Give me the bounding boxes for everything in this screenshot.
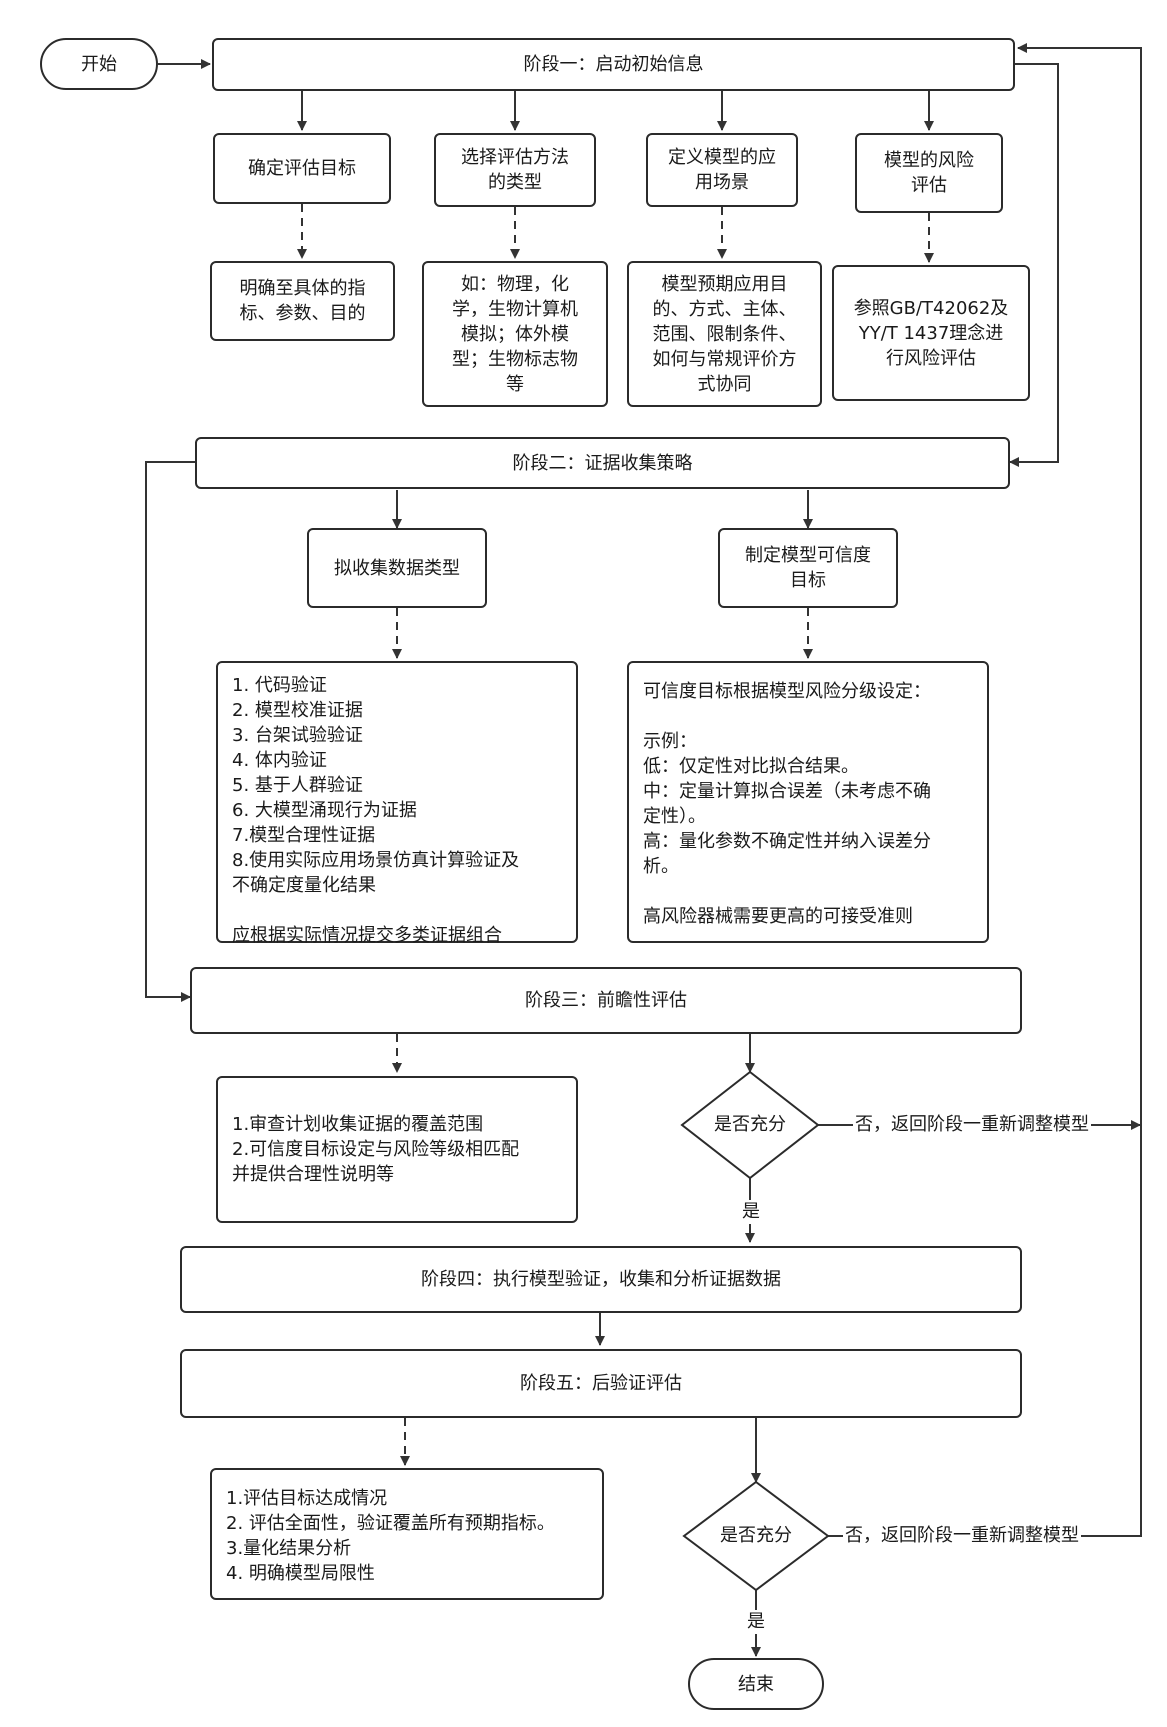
stage5-box: 阶段五：后验证评估: [180, 1349, 1022, 1418]
stage3-no-label: 否，返回阶段一重新调整模型: [853, 1113, 1091, 1137]
stage2-datatype-label: 拟收集数据类型: [334, 557, 460, 579]
stage5-yes-label: 是: [745, 1610, 767, 1634]
stage5-detail: 1.评估目标达成情况 2. 评估全面性，验证覆盖所有预期指标。 3.量化结果分析…: [210, 1468, 604, 1600]
detail-line: 4. 明确模型局限性: [226, 1563, 375, 1584]
detail-line: 的、方式、主体、: [652, 298, 797, 320]
detail-line: 3. 台架试验验证: [232, 725, 363, 746]
stage2-box: 阶段二：证据收集策略: [195, 437, 1010, 489]
stage1-method-label: 选择评估方法 的类型: [461, 147, 569, 193]
detail-line: 低：仅定性对比拟合结果。: [643, 756, 859, 777]
stage1-risk-box: 模型的风险 评估: [855, 133, 1003, 213]
stage1-method-detail: 如：物理，化 学，生物计算机 模拟；体外模 型；生物标志物 等: [422, 261, 608, 407]
stage3-yes-label: 是: [740, 1200, 762, 1224]
decision-diamond-stage5: [682, 1480, 830, 1592]
detail-line: 1.评估目标达成情况: [226, 1488, 388, 1509]
stage1-goal-label: 确定评估目标: [248, 158, 356, 179]
stage1-scenario-detail: 模型预期应用目 的、方式、主体、 范围、限制条件、 如何与常规评价方 式协同: [627, 261, 822, 407]
stage1-goal-detail: 明确至具体的指 标、参数、目的: [210, 261, 395, 341]
detail-line: 析。: [643, 856, 679, 877]
detail-line: 中：定量计算拟合误差（未考虑不确: [643, 781, 931, 802]
stage2-datatype-box: 拟收集数据类型: [307, 528, 487, 608]
detail-line: 高：量化参数不确定性并纳入误差分: [643, 831, 931, 852]
stage1-scenario-box: 定义模型的应 用场景: [646, 133, 798, 207]
detail-line: 7.模型合理性证据: [232, 825, 376, 846]
detail-line: 模型预期应用目: [661, 273, 788, 295]
detail-line: 定性）。: [643, 806, 706, 827]
detail-line: 可信度目标根据模型风险分级设定：: [643, 681, 931, 702]
detail-line: 2. 模型校准证据: [232, 700, 363, 721]
detail-line: 4. 体内验证: [232, 750, 327, 771]
detail-line: YY/T 1437理念进: [858, 322, 1004, 344]
stage1-risk-detail: 参照GB/T42062及 YY/T 1437理念进 行风险评估: [832, 265, 1030, 401]
stage4-title: 阶段四：执行模型验证，收集和分析证据数据: [421, 1269, 781, 1290]
stage5-decision-text: 是否充分: [720, 1525, 792, 1546]
detail-line: 2.可信度目标设定与风险等级相匹配: [232, 1139, 520, 1160]
detail-line: 并提供合理性说明等: [232, 1164, 394, 1185]
detail-line: 8.使用实际应用场景仿真计算验证及: [232, 850, 520, 871]
stage2-credibility-detail: 可信度目标根据模型风险分级设定： ​ 示例： 低：仅定性对比拟合结果。 中：定量…: [627, 661, 989, 943]
stage4-box: 阶段四：执行模型验证，收集和分析证据数据: [180, 1246, 1022, 1313]
stage2-credibility-label: 制定模型可信度 目标: [745, 545, 871, 591]
detail-line: 模拟；体外模: [461, 323, 569, 345]
arrow-stage2-stage3: [145, 461, 195, 1002]
detail-line: 式协同: [697, 373, 752, 395]
stage1-method-box: 选择评估方法 的类型: [434, 133, 596, 207]
detail-line: 应根据实际情况提交多类证据组合: [232, 925, 502, 946]
detail-line: 型；生物标志物: [452, 348, 578, 370]
detail-line: 行风险评估: [886, 347, 976, 369]
detail-line: 不确定度量化结果: [232, 875, 376, 896]
start-label: 开始: [81, 53, 117, 75]
stage2-credibility-box: 制定模型可信度 目标: [718, 528, 898, 608]
detail-line: 示例：: [643, 731, 697, 752]
stage3-box: 阶段三：前瞻性评估: [190, 967, 1022, 1034]
detail-line: 2. 评估全面性，验证覆盖所有预期指标。: [226, 1513, 555, 1534]
detail-line: 3.量化结果分析: [226, 1538, 352, 1559]
detail-line: 高风险器械需要更高的可接受准则: [643, 906, 913, 927]
stage2-title: 阶段二：证据收集策略: [512, 452, 693, 474]
detail-line: 标、参数、目的: [239, 303, 366, 324]
stage1-scenario-label: 定义模型的应 用场景: [668, 147, 776, 193]
stage5-title: 阶段五：后验证评估: [520, 1373, 682, 1394]
detail-line: 学，生物计算机: [452, 298, 578, 320]
detail-line: 6. 大模型涌现行为证据: [232, 800, 417, 821]
detail-line: 如何与常规评价方: [652, 348, 797, 370]
detail-line: 5. 基于人群验证: [232, 775, 363, 796]
stage1-title: 阶段一：启动初始信息: [523, 54, 704, 75]
detail-line: 1.审查计划收集证据的覆盖范围: [232, 1114, 484, 1135]
decision-diamond-stage3: [680, 1070, 820, 1180]
stage5-no-label: 否，返回阶段一重新调整模型: [843, 1524, 1081, 1548]
arrow-stage1-stage2: [1009, 63, 1059, 467]
detail-line: 1. 代码验证: [232, 675, 327, 696]
stage3-decision-text: 是否充分: [714, 1114, 786, 1135]
detail-line: 如：物理，化: [461, 273, 569, 295]
detail-line: 等: [506, 373, 524, 395]
end-terminal: 结束: [688, 1658, 824, 1710]
detail-line: 明确至具体的指: [239, 278, 366, 299]
stage1-box: 阶段一：启动初始信息: [212, 38, 1015, 91]
stage1-goal-box: 确定评估目标: [213, 133, 391, 204]
stage3-detail: 1.审查计划收集证据的覆盖范围 2.可信度目标设定与风险等级相匹配 并提供合理性…: [216, 1076, 578, 1223]
stage1-risk-label: 模型的风险 评估: [884, 150, 974, 196]
stage3-title: 阶段三：前瞻性评估: [525, 990, 687, 1011]
end-label: 结束: [738, 1673, 774, 1695]
detail-line: 范围、限制条件、: [652, 323, 797, 345]
detail-line: 参照GB/T42062及: [853, 297, 1009, 319]
stage2-datatype-detail: 1. 代码验证 2. 模型校准证据 3. 台架试验验证 4. 体内验证 5. 基…: [216, 661, 578, 946]
start-terminal: 开始: [40, 38, 158, 90]
